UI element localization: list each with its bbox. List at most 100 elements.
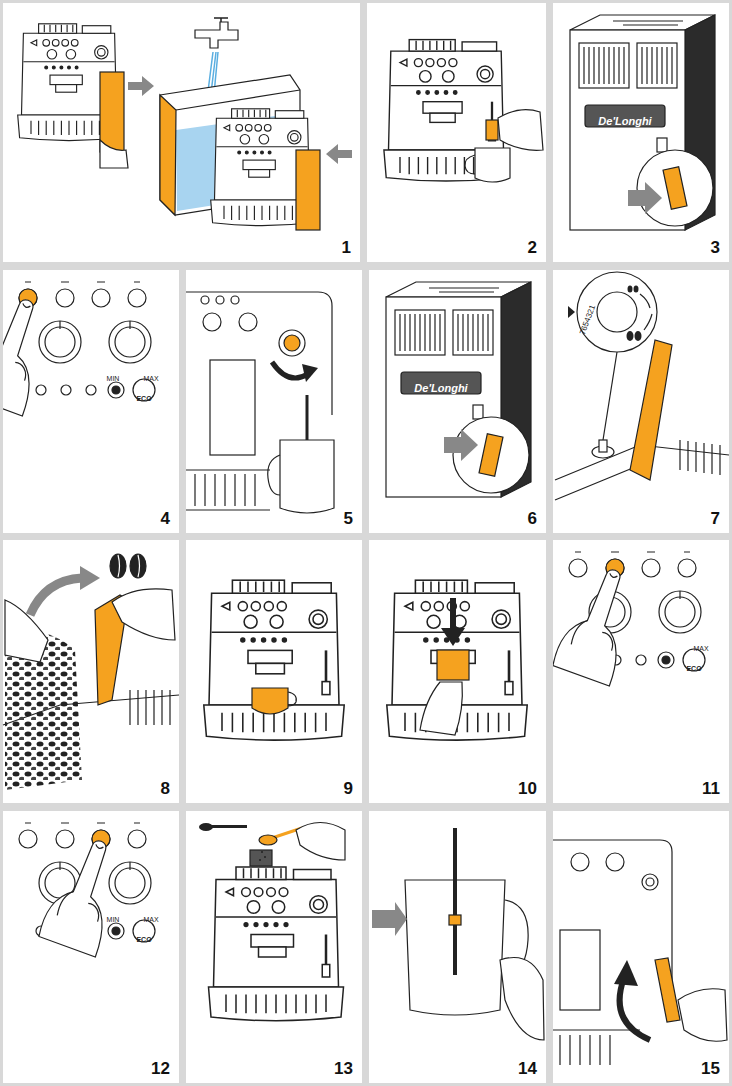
steam-knob-turn-part <box>239 313 257 331</box>
button-label: ECO <box>136 936 151 943</box>
fill-beans-part <box>80 566 100 590</box>
fill-beans-part <box>118 555 140 577</box>
step-number: 9 <box>344 780 353 797</box>
back-view-switch-off <box>386 282 531 497</box>
step-number: 12 <box>151 1060 170 1077</box>
step-panel: 14 <box>369 811 546 1083</box>
control-panel-power-part <box>3 291 60 416</box>
panel-grounds-part <box>553 270 729 533</box>
clean-wand-part <box>606 853 624 871</box>
steam-knob-turn-part <box>186 470 270 510</box>
pre-ground-coffee <box>199 823 345 1021</box>
step-panel: 13 <box>186 811 362 1083</box>
control-panel-one-cup <box>553 552 705 686</box>
steam-knob-turn-part <box>268 455 280 495</box>
grind-dial-part <box>635 331 642 341</box>
clean-wand-part <box>646 878 654 886</box>
clean-wand-part <box>553 1030 640 1065</box>
knob-mark: MAX <box>143 916 158 923</box>
step-number: 15 <box>701 1060 720 1077</box>
pre-ground-coffee-part <box>209 867 344 1021</box>
steam-knob-turn-part <box>195 474 255 506</box>
pre-ground-coffee-part <box>296 823 345 861</box>
knob-mark: MAX <box>693 645 708 652</box>
dial-scale: 7654321 <box>579 304 597 336</box>
knob-mark: MAX <box>143 375 158 382</box>
step-number: 6 <box>528 510 537 527</box>
fill-beans-part <box>30 578 82 615</box>
panel-grounds-part <box>3 811 179 1083</box>
control-panel-one-cup-part <box>553 561 647 686</box>
back-view-switch-on-part <box>628 182 662 214</box>
step-panel: 3 <box>553 3 729 262</box>
steam-knob-turn-part <box>203 313 221 331</box>
step-panel: 9 <box>186 540 362 803</box>
panel-grounds-part <box>3 540 179 803</box>
panel-grounds-part <box>186 811 362 1083</box>
step-number: 5 <box>344 510 353 527</box>
knob-mark: MIN <box>107 375 120 382</box>
grind-dial <box>555 272 729 500</box>
step-panel: 8 <box>3 540 179 803</box>
step-number: 4 <box>161 510 170 527</box>
panel-grounds-part <box>553 811 729 1083</box>
steam-wand-start-part <box>465 155 475 174</box>
steam-knob-turn-part <box>279 330 305 356</box>
brew-cup-part <box>252 688 288 714</box>
panel-grounds-part <box>186 270 362 533</box>
step-panel: 7 <box>553 270 729 533</box>
grind-dial-part <box>630 340 672 480</box>
pre-ground-coffee-part <box>259 859 261 861</box>
back-view-switch-on <box>570 15 715 230</box>
panel-grounds-part <box>369 540 546 803</box>
steam-knob-turn-part <box>201 296 209 304</box>
froth-milk <box>372 828 544 1040</box>
brand-logo: De'Longhi <box>414 383 467 394</box>
control-panel-two-cups <box>19 823 155 957</box>
step-number: 11 <box>702 780 720 797</box>
back-view-switch-off-part <box>444 429 478 461</box>
panel-grounds-part <box>369 270 546 533</box>
step-panel: 12 <box>3 811 179 1083</box>
grind-dial-part <box>644 314 652 330</box>
control-panel-power <box>3 282 155 416</box>
back-view-switch-off-part <box>386 282 531 497</box>
fill-water-tank-part <box>100 72 124 152</box>
step-number: 13 <box>334 1060 353 1077</box>
clean-wand-part <box>620 978 650 1040</box>
pre-ground-coffee-part <box>250 850 272 866</box>
steam-knob-turn-part <box>284 335 300 351</box>
fill-water-tank <box>18 18 352 230</box>
grind-dial-part <box>599 440 607 452</box>
grind-dial-part <box>640 294 650 308</box>
control-panel-power-part <box>19 282 155 401</box>
lower-spout <box>387 580 527 740</box>
grind-dial-part <box>628 286 633 293</box>
lower-spout-part <box>437 650 469 680</box>
grind-dial-part <box>568 306 575 318</box>
panel-grounds-part <box>369 811 546 1083</box>
fill-water-tank-part <box>160 95 176 215</box>
panel-grounds-part <box>367 3 546 262</box>
fill-water-tank-part <box>214 18 228 22</box>
froth-milk-part <box>453 880 457 975</box>
back-view-switch-off-part <box>479 434 503 476</box>
back-view-switch-on-part <box>570 15 715 230</box>
step-number: 1 <box>342 239 351 256</box>
pre-ground-coffee-part <box>264 856 266 858</box>
froth-milk-part <box>500 958 544 1041</box>
fill-beans <box>3 554 179 790</box>
froth-milk-part <box>372 902 407 936</box>
grind-dial-part <box>603 352 617 440</box>
panel-grounds-part <box>186 540 362 803</box>
control-panel-two-cups-part <box>38 832 133 957</box>
pre-ground-coffee-part <box>259 835 277 845</box>
fill-beans-part <box>130 690 170 725</box>
step-number: 8 <box>161 780 170 797</box>
pre-ground-coffee-part <box>261 851 263 853</box>
fill-beans-part <box>112 589 175 640</box>
steam-knob-turn-part <box>216 296 224 304</box>
step-panel: 4 <box>3 270 179 533</box>
